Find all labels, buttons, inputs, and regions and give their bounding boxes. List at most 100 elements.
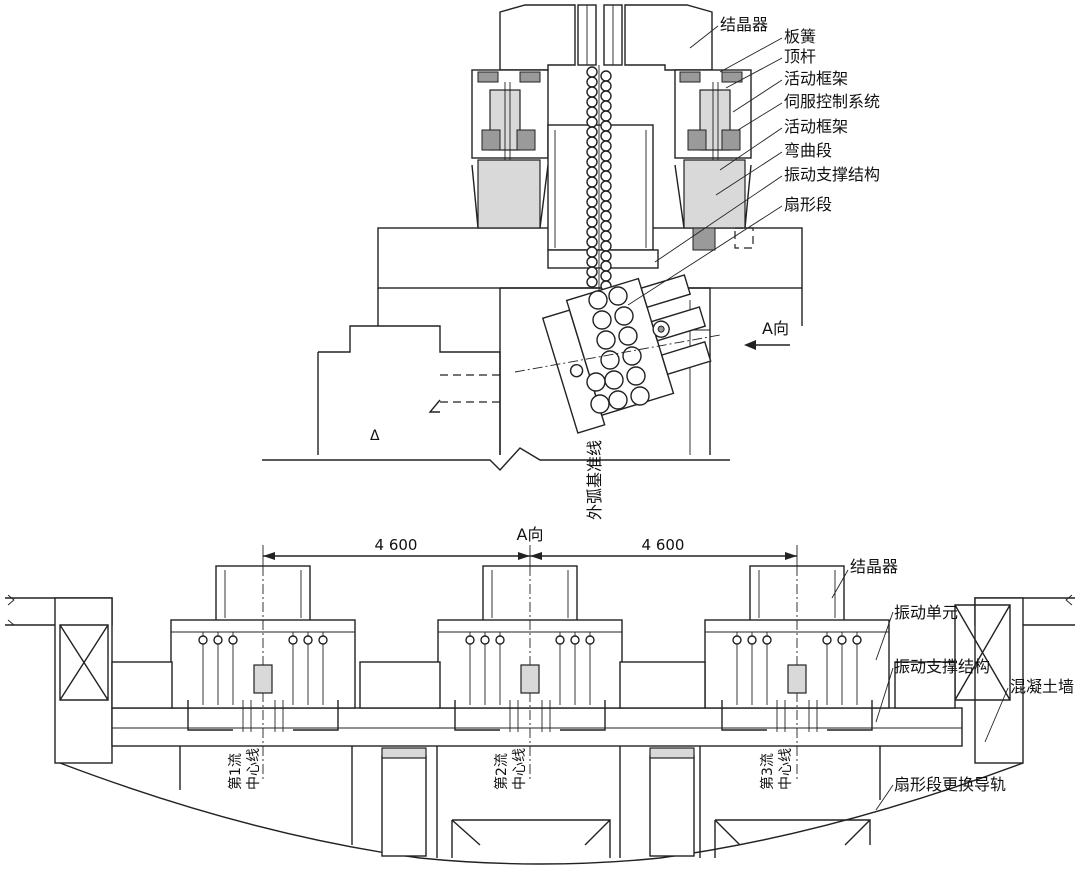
roller (586, 206, 598, 218)
left-support-block (318, 325, 501, 455)
strand-unit-2 (437, 565, 623, 780)
strand-units (170, 565, 890, 780)
sector-roller (588, 290, 608, 310)
roller (586, 276, 598, 288)
roller (586, 126, 598, 138)
label-leaf-spring: 板簧 (784, 27, 816, 46)
roller (600, 240, 612, 252)
roller (600, 200, 612, 212)
vibration-support-beam (111, 707, 963, 747)
roller (600, 150, 612, 162)
roller (600, 270, 612, 282)
strand-roller-column (586, 65, 612, 292)
roller (586, 116, 598, 128)
roller (600, 120, 612, 132)
strand-1-centerline: 中心线 (246, 748, 262, 790)
roller (600, 130, 612, 142)
label-concrete-wall: 混凝土墙 (1010, 677, 1074, 696)
direction-a-label-bottom: A向 (517, 525, 544, 544)
roller (586, 86, 598, 98)
crystallizer-housing-left (499, 4, 576, 71)
sector-roller (590, 394, 610, 414)
triangle-mark: Δ (370, 428, 380, 444)
sector-roller (596, 330, 616, 350)
roller (586, 216, 598, 228)
roller (586, 266, 598, 278)
sector-roller (622, 346, 642, 366)
sector-roller (600, 350, 620, 370)
roller (586, 106, 598, 118)
bottom-arc-line (59, 762, 1024, 865)
strand-3-centerline: 中心线 (778, 748, 794, 790)
top-leader-lines (627, 25, 783, 306)
strand-2-name: 第2流 (493, 753, 510, 790)
left-oscillation-unit (471, 69, 549, 229)
roller (600, 100, 612, 112)
label-crystallizer-bottom: 结晶器 (850, 557, 898, 576)
roller (586, 256, 598, 268)
roller (600, 140, 612, 152)
roller (586, 246, 598, 258)
label-sector-change-guide: 扇形段更换导轨 (894, 775, 1006, 794)
roller (586, 176, 598, 188)
label-vibration-unit: 振动单元 (894, 603, 958, 622)
crystallizer-housing-right (624, 4, 713, 71)
dimension-right-value: 4 600 (642, 536, 685, 554)
sector-roller (626, 366, 646, 386)
support-block (692, 227, 716, 251)
strand-2-centerline: 中心线 (512, 748, 528, 790)
roller (586, 136, 598, 148)
roller (600, 190, 612, 202)
roller (586, 236, 598, 248)
outer-arc-reference-label: 外弧基准线 (585, 440, 604, 520)
roller (600, 180, 612, 192)
strand-3-name: 第3流 (759, 753, 776, 790)
top-elevation-view: Δ (262, 4, 880, 520)
sector-roller (630, 386, 650, 406)
sector-roller (618, 326, 638, 346)
dimension-left-value: 4 600 (375, 536, 418, 554)
roller (600, 210, 612, 222)
floor-line (262, 447, 730, 472)
label-bending-section: 弯曲段 (784, 141, 832, 160)
label-ejector-rod: 顶杆 (784, 47, 816, 66)
roller (586, 66, 598, 78)
roller (586, 166, 598, 178)
direction-a-label-top: A向 (762, 319, 789, 338)
roller (600, 90, 612, 102)
label-movable-frame-1: 活动框架 (784, 69, 848, 88)
roller (586, 186, 598, 198)
roller (600, 160, 612, 172)
pit-outline (499, 287, 711, 455)
sector-roller (608, 286, 628, 306)
label-vibration-support-structure: 振动支撑结构 (784, 165, 880, 184)
sector-roller (608, 390, 628, 410)
sector-roller (586, 372, 606, 392)
roller (586, 156, 598, 168)
pillar-right (649, 755, 695, 857)
sector-roller-group (586, 286, 650, 414)
sector-roller (592, 310, 612, 330)
label-sector-section: 扇形段 (784, 195, 832, 214)
label-movable-frame-2: 活动框架 (784, 117, 848, 136)
roller (600, 170, 612, 182)
sector-roller (614, 306, 634, 326)
left-concrete-wall (54, 597, 113, 764)
right-oscillation-unit (674, 69, 752, 229)
roller (586, 76, 598, 88)
sector-roller (604, 370, 624, 390)
strand-1-name: 第1流 (227, 753, 244, 790)
roller (586, 146, 598, 158)
roller (600, 230, 612, 242)
roller (600, 260, 612, 272)
strand-unit-3 (704, 565, 890, 780)
bottom-section-view: 4 600 4 600 A向 (5, 525, 1075, 865)
label-crystallizer: 结晶器 (720, 15, 768, 34)
label-servo-control-system: 伺服控制系统 (784, 92, 880, 111)
roller (586, 196, 598, 208)
roller (600, 220, 612, 232)
strand-unit-1 (170, 565, 356, 780)
label-vibration-support-structure-bottom: 振动支撑结构 (894, 657, 990, 676)
